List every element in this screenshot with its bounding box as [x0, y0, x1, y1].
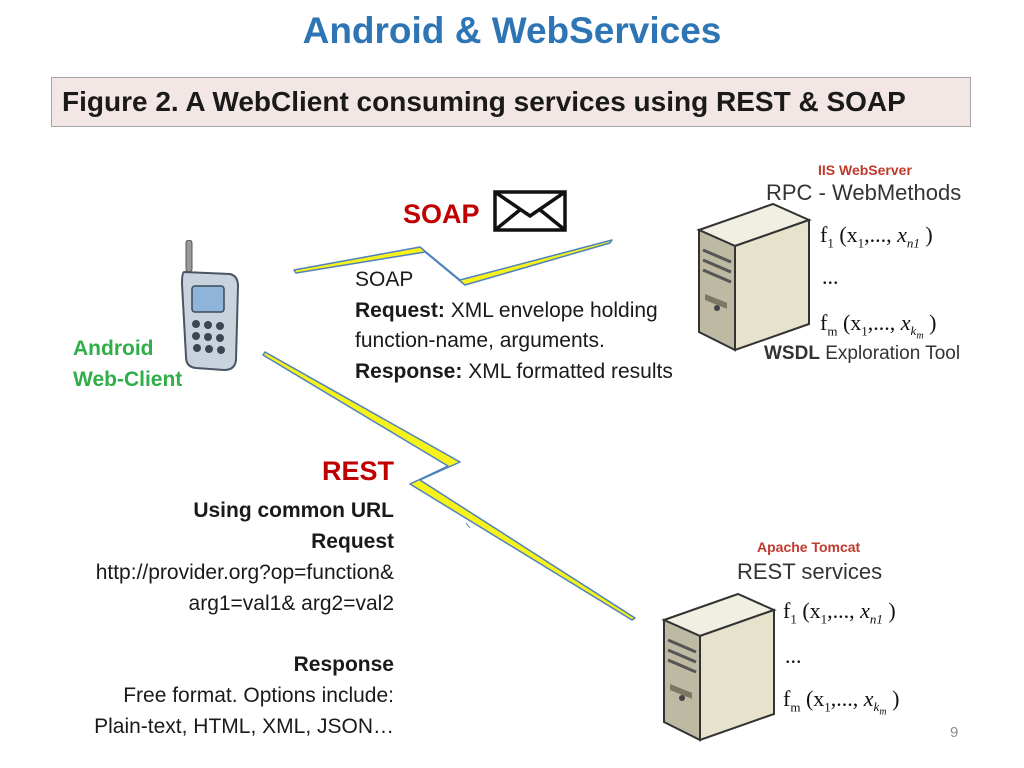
envelope-icon [493, 190, 567, 232]
rest-heading: REST [321, 456, 394, 486]
soap-response-line: Response: XML formatted results [355, 356, 673, 387]
figure-caption: Figure 2. A WebClient consuming services… [62, 86, 906, 117]
tomcat-function-dots: ... [785, 643, 802, 668]
rest-line7: Plain-text, HTML, XML, JSON… [94, 715, 394, 738]
rest-lightning-bolt [262, 351, 636, 621]
iis-server-name: IIS WebServer [818, 162, 912, 178]
wsdl-tool-label: WSDL Exploration Tool [764, 343, 961, 364]
rest-heading-wrap: REST [40, 456, 394, 487]
page-number: 9 [950, 724, 959, 741]
caption-box [51, 77, 971, 127]
rest-line3: http://provider.org?op=function& [95, 561, 394, 584]
soap-block-title: SOAP [355, 268, 414, 291]
iis-function-dots: ... [822, 264, 839, 289]
soap-request-label: Request: [355, 299, 445, 322]
tomcat-server-subtitle: REST services [737, 559, 883, 584]
tomcat-function-m: fm (x1,..., xkm ) [783, 686, 900, 718]
soap-response-text: XML formatted results [462, 360, 673, 383]
client-label-line2: Web-Client [73, 368, 183, 391]
rest-wire-tail [465, 522, 471, 529]
slide-title: Android & WebServices [302, 10, 722, 51]
soap-response-label: Response: [355, 360, 463, 383]
tomcat-server-name: Apache Tomcat [757, 539, 861, 555]
rest-line1: Using common URL [193, 499, 394, 522]
client-label-line1: Android [73, 337, 154, 360]
tomcat-function-1: f1 (x1,..., xn1 ) [783, 598, 896, 627]
iis-function-1: f1 (x1,..., xn1 ) [820, 222, 933, 251]
rest-line6: Free format. Options include: [123, 684, 394, 707]
iis-server-icon [696, 202, 812, 352]
rest-line5: Response [293, 653, 394, 676]
soap-heading: SOAP [403, 199, 480, 229]
rest-line2: Request [311, 530, 394, 553]
soap-request-line: Request: XML envelope holding [355, 295, 658, 326]
soap-request-text: XML envelope holding [444, 299, 658, 322]
mobile-phone-icon [180, 240, 240, 372]
iis-server-subtitle: RPC - WebMethods [766, 180, 962, 205]
rest-line4: arg1=val1& arg2=val2 [188, 592, 394, 615]
tomcat-server-icon [661, 592, 777, 742]
soap-lightning-bolt [293, 239, 613, 286]
iis-function-m: fm (x1,..., xkm ) [820, 310, 937, 342]
soap-request-line2: function-name, arguments. [355, 329, 605, 352]
